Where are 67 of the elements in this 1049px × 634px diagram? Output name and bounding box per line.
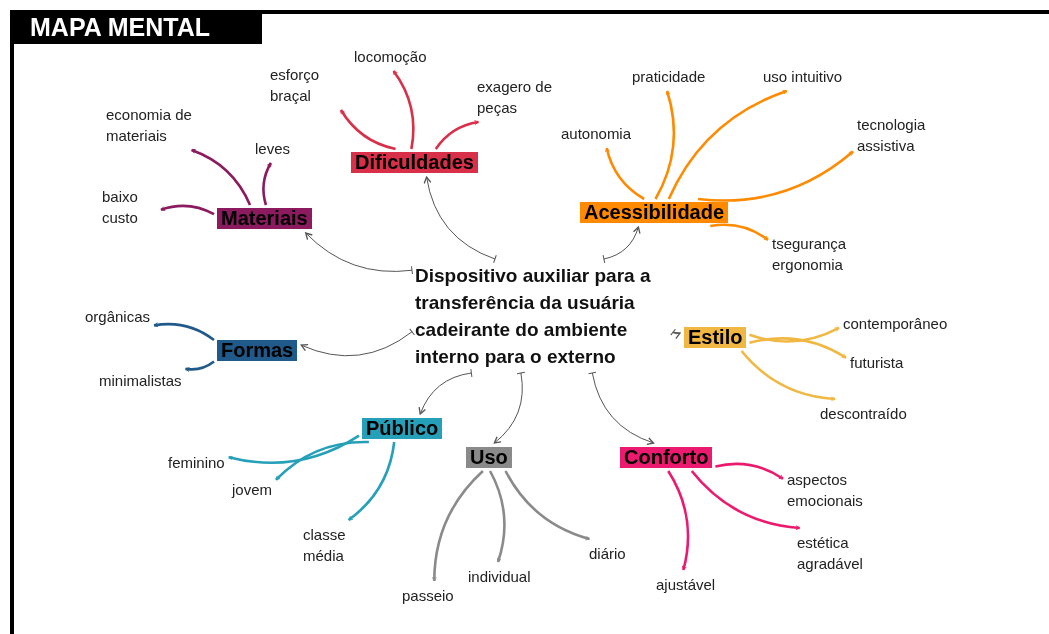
arrow xyxy=(347,441,396,522)
subtopic-text: leves xyxy=(255,138,291,159)
category-label: Materiais xyxy=(217,208,312,229)
arrow xyxy=(715,462,784,480)
arrow xyxy=(690,470,801,531)
subtopic-text: economia de materiais xyxy=(106,104,224,146)
subtopic-text: tsegurança ergonomia xyxy=(772,233,882,275)
arrow xyxy=(587,371,655,445)
subtopic-text: aspectos emocionais xyxy=(787,469,902,511)
subtopic-text: jovem xyxy=(232,479,272,500)
subtopic-text: exagero de peças xyxy=(477,76,559,118)
subtopic-text: baixo custo xyxy=(102,186,157,228)
arrow xyxy=(339,109,396,151)
subtopic-text: passeio xyxy=(402,585,454,606)
arrow xyxy=(418,368,473,415)
arrow xyxy=(749,337,847,359)
arrow xyxy=(305,232,413,275)
arrow xyxy=(392,70,415,150)
arrow xyxy=(667,470,690,571)
arrow xyxy=(153,322,215,342)
subtopic-text: autonomia xyxy=(561,123,632,144)
arrow xyxy=(602,226,641,264)
subtopic-text: praticidade xyxy=(632,66,706,87)
subtopic-text: individual xyxy=(468,566,531,587)
arrow xyxy=(667,89,788,200)
arrow xyxy=(493,371,526,444)
arrow xyxy=(185,360,215,372)
subtopic-text: ajustável xyxy=(656,574,716,595)
arrow xyxy=(434,120,479,150)
category-label: Público xyxy=(362,418,443,439)
subtopic-text: classe média xyxy=(303,524,365,566)
category-label: Acessibilidade xyxy=(580,202,729,223)
subtopic-text: minimalistas xyxy=(99,370,182,391)
arrow xyxy=(423,176,497,264)
category-label: Uso xyxy=(466,447,512,468)
arrow xyxy=(654,90,676,200)
arrow xyxy=(262,162,272,206)
subtopic-text: locomoção xyxy=(354,46,427,67)
arrow xyxy=(698,150,854,202)
arrow xyxy=(431,470,484,582)
arrow xyxy=(191,148,252,206)
category-label: Estilo xyxy=(684,327,747,348)
subtopic-text: diário xyxy=(589,543,626,564)
subtopic-text: descontraído xyxy=(820,403,907,424)
arrow xyxy=(740,350,836,402)
subtopic-text: contemporâneo xyxy=(843,313,948,334)
category-label: Dificuldades xyxy=(351,152,478,173)
subtopic-text: uso intuitivo xyxy=(763,66,843,87)
arrow xyxy=(275,440,369,481)
subtopic-text: orgânicas xyxy=(85,306,151,327)
subtopic-text: tecnologia assistiva xyxy=(857,114,957,156)
arrow xyxy=(160,204,215,216)
subtopic-text: estética agradável xyxy=(797,532,897,574)
subtopic-text: feminino xyxy=(168,452,225,473)
subtopic-text: futurista xyxy=(850,352,904,373)
category-label: Conforto xyxy=(620,447,713,468)
arrow xyxy=(710,223,769,241)
arrow xyxy=(488,470,506,563)
arrow xyxy=(504,470,590,541)
arrow xyxy=(228,434,360,464)
arrow xyxy=(670,328,681,340)
arrow xyxy=(749,326,840,343)
subtopic-text: esforço braçal xyxy=(270,64,342,106)
central-topic: Dispositivo auxiliar para a transferência da usuária cadeirante do ambiente interno para o externo xyxy=(415,262,670,370)
arrow xyxy=(605,147,645,201)
category-label: Formas xyxy=(217,340,298,361)
arrow xyxy=(300,328,415,357)
